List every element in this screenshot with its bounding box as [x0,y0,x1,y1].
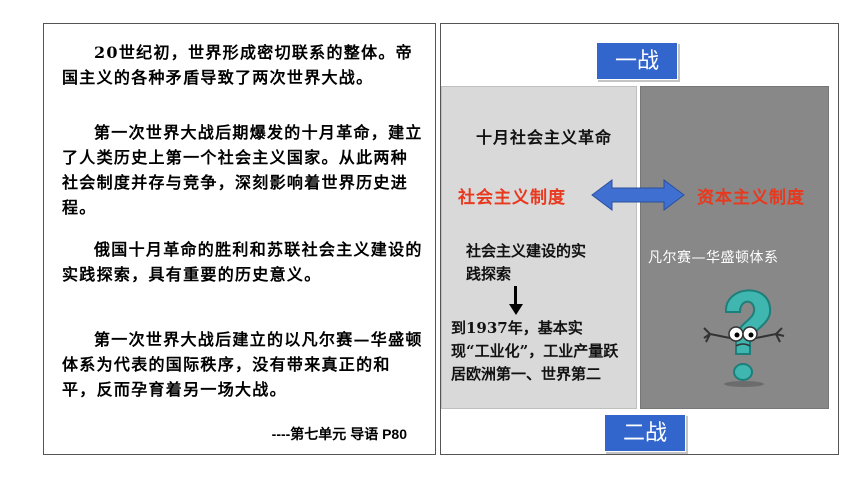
down-arrow-icon [509,286,523,315]
source-citation: ----第七单元 导语 P80 [271,426,407,442]
capitalist-system-label: 资本主义制度 [697,188,805,208]
paragraph-1: 20世纪初，世界形成密切联系的整体。帝国主义的各种矛盾导致了两次世界大战。 [62,43,413,87]
achievement-text: 到1937年，基本实现“工业化”，工业产量跃居欧洲第一、世界第二 [451,319,619,383]
socialist-panel [441,86,637,409]
war1-label: 一战 [596,42,678,80]
paragraph-2: 第一次世界大战后期爆发的十月革命，建立了人类历史上第一个社会主义国家。从此两种社… [62,123,423,217]
war2-label: 二战 [604,414,686,452]
socialist-system-label: 社会主义制度 [458,188,566,208]
paragraph-4: 第一次世界大战后建立的以凡尔赛—华盛顿体系为代表的国际秩序，没有带来真正的和平，… [62,330,423,399]
exploration-label: 社会主义建设的实践探索 [466,242,587,283]
double-arrow-icon [591,179,685,211]
text-panel: 20世纪初，世界形成密切联系的整体。帝国主义的各种矛盾导致了两次世界大战。 第一… [43,23,436,455]
versailles-system-label: 凡尔赛—华盛顿体系 [648,250,779,266]
question-mark-character-icon [703,289,785,387]
paragraph-3: 俄国十月革命的胜利和苏联社会主义建设的实践探索，具有重要的历史意义。 [62,240,423,284]
capitalist-panel [640,86,829,409]
october-revolution-label: 十月社会主义革命 [476,128,613,147]
